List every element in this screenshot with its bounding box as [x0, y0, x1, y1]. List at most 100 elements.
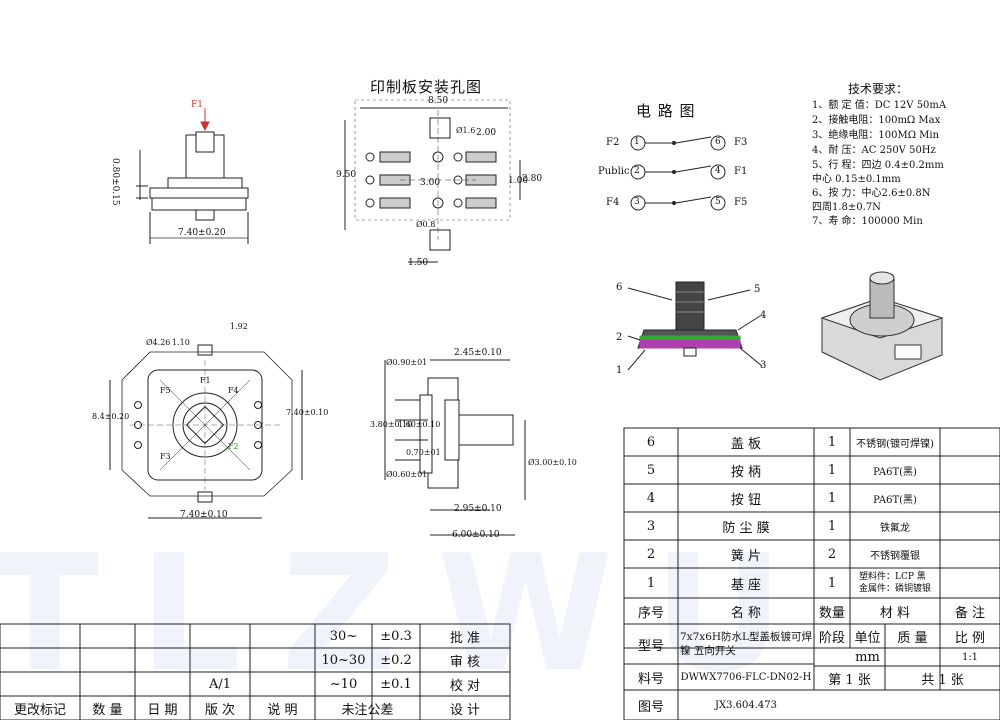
footer-label: 版 次	[204, 702, 236, 718]
tol-range: ~10	[329, 676, 358, 692]
spec-item: 中心 0.15±0.1mm	[812, 174, 901, 185]
circuit-label: F3	[734, 137, 748, 148]
bom-qty: 1	[827, 462, 837, 478]
pcb-layout	[344, 99, 521, 263]
circuit-node: 2	[634, 166, 640, 176]
bom-header: 序号	[637, 605, 664, 621]
callout: 6	[616, 282, 623, 293]
sheet-no: 第 1 张	[828, 672, 871, 688]
bom-material: PA6T(黑)	[873, 466, 917, 478]
footer-label: 未注公差	[341, 702, 394, 718]
dim-label: F4	[228, 386, 239, 395]
callout: 2	[616, 332, 623, 343]
side-view	[136, 108, 249, 244]
dim-label: F3	[160, 452, 171, 461]
callout: 3	[760, 360, 767, 371]
dim-label: 3.80±0.10	[370, 420, 413, 429]
dim-label: Ø3.00±0.10	[528, 458, 577, 467]
bom-no: 6	[646, 434, 656, 450]
dim-label: 1.60±0.10	[398, 420, 441, 429]
footer-label: 日 期	[147, 702, 178, 718]
bom-no: 1	[646, 575, 656, 591]
bom-material: 铁氟龙	[880, 522, 910, 534]
bom-header: 名 称	[730, 605, 762, 621]
spec-item: 2、接触电阻：100mΩ Max	[812, 115, 941, 126]
circuit-node: 1	[634, 137, 640, 147]
drawing-label: 图号	[637, 699, 664, 715]
bom-name: 按 钮	[730, 492, 762, 508]
spec-item: 5、行 程：四边 0.4±0.2mm	[812, 160, 944, 171]
circuit-node: 4	[715, 166, 721, 176]
callout: 4	[760, 310, 767, 321]
sheet-total: 共 1 张	[921, 672, 964, 688]
unit-value: mm	[855, 649, 880, 665]
bom-qty: 1	[827, 575, 837, 591]
bom-qty: 1	[827, 518, 837, 534]
dim-label: 2.45±0.10	[454, 348, 502, 358]
bom-material: 不锈钢覆银	[870, 550, 920, 562]
force-label: F1	[191, 100, 203, 110]
dim-label: 7.40±0.10	[180, 510, 228, 520]
part-label: 料号	[637, 671, 664, 687]
scale-label: 比 例	[954, 630, 986, 646]
dim-label: Ø4.26	[146, 338, 171, 347]
dim-label: Ø1.6	[456, 126, 476, 135]
bom-header: 数量	[818, 605, 845, 621]
footer-label: 更改标记	[13, 702, 66, 718]
spec-item: 四周1.8±0.7N	[812, 202, 881, 213]
bom-name: 按 柄	[730, 464, 762, 480]
mass-label: 质 量	[897, 630, 928, 646]
pcb-title: 印制板安装孔图	[370, 78, 483, 96]
footer-label: 数 量	[92, 702, 123, 718]
circuit-title: 电 路 图	[636, 102, 696, 120]
spec-item: 4、耐 压：AC 250V 50Hz	[812, 145, 936, 156]
stage-label: 阶段	[818, 630, 845, 646]
part-value: DWWX7706-FLC-DN02-H	[680, 671, 812, 683]
bom-material: PA6T(黑)	[873, 494, 917, 506]
tol-range: 10~30	[321, 652, 366, 668]
spec-item: 3、绝缘电阻：100MΩ Min	[812, 130, 940, 141]
dim-label: 9.50	[336, 170, 357, 180]
model-value: 7x7x6H防水L型盖板镀可焊镍 五向开关	[680, 631, 813, 657]
dim-label: 8.4±0.20	[92, 412, 130, 421]
callout: 5	[754, 284, 761, 295]
tol-value: ±0.2	[380, 652, 412, 668]
dim-label: 1.50	[408, 258, 429, 268]
tol-label: 审 核	[449, 654, 481, 670]
footer-label: 设 计	[449, 702, 481, 718]
spec-title: 技术要求：	[848, 82, 909, 96]
circuit-node: 6	[715, 137, 721, 147]
dim-label: 1.92	[230, 322, 248, 331]
bom-name: 簧 片	[730, 548, 762, 564]
dim-label: F2	[228, 442, 239, 451]
circuit-label: Public	[598, 166, 630, 177]
spec-item: 1、额 定 值：DC 12V 50mA	[812, 100, 947, 111]
dim-label: Ø0.60±01	[386, 470, 428, 479]
bom-no: 5	[646, 462, 656, 478]
dim-label: 0.70±01	[406, 448, 441, 457]
drawing-value: JX3.604.473	[714, 699, 778, 711]
dim-label: 2.95±0.10	[454, 504, 502, 514]
dim-label: 0.80±0.15	[110, 158, 120, 206]
cross-section	[627, 281, 763, 371]
dim-label: 3.00	[420, 178, 441, 188]
bom-name: 防 尘 膜	[722, 520, 770, 536]
bom-material: 不锈钢(镀可焊镍)	[856, 438, 934, 450]
dim-label: 7.40±0.10	[286, 408, 329, 417]
dim-label: 8.50	[428, 96, 449, 106]
model-label: 型号	[637, 638, 664, 654]
bom-qty: 1	[827, 434, 837, 450]
circuit-label: F2	[606, 137, 620, 148]
tol-label: 批 准	[449, 630, 481, 646]
scale-value: 1:1	[961, 651, 979, 663]
bom-no: 4	[646, 490, 656, 506]
footer-label: 说 明	[267, 702, 298, 718]
bom-qty: 1	[827, 490, 837, 506]
bom-no: 2	[646, 546, 656, 562]
bom-qty: 2	[827, 546, 837, 562]
tol-value: ±0.1	[380, 676, 412, 692]
circuit-label: F5	[734, 197, 748, 208]
revision: A/1	[208, 676, 232, 692]
dim-label: F1	[200, 376, 211, 385]
